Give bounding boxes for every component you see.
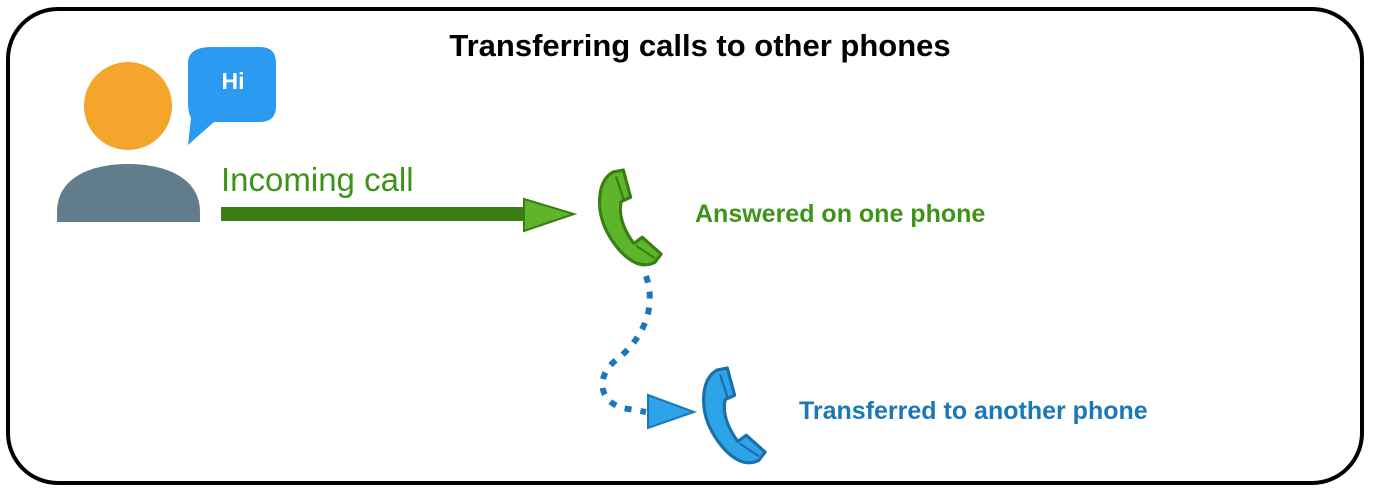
incoming-call-arrow: [221, 197, 578, 233]
incoming-call-label: Incoming call: [221, 161, 414, 198]
phone-handset-icon: [598, 168, 663, 267]
speech-bubble-text: Hi: [221, 68, 245, 94]
person-icon: [57, 62, 200, 222]
speech-bubble-icon: [188, 47, 276, 145]
transferred-label: Transferred to another phone: [799, 397, 1148, 425]
answered-label: Answered on one phone: [695, 200, 986, 228]
transfer-arrowhead: [647, 393, 697, 430]
diagram-border: [6, 7, 1364, 485]
phone-handset-icon: [702, 366, 767, 465]
transfer-dotted-path: [599, 275, 653, 415]
diagram-title: Transferring calls to other phones: [449, 28, 951, 63]
